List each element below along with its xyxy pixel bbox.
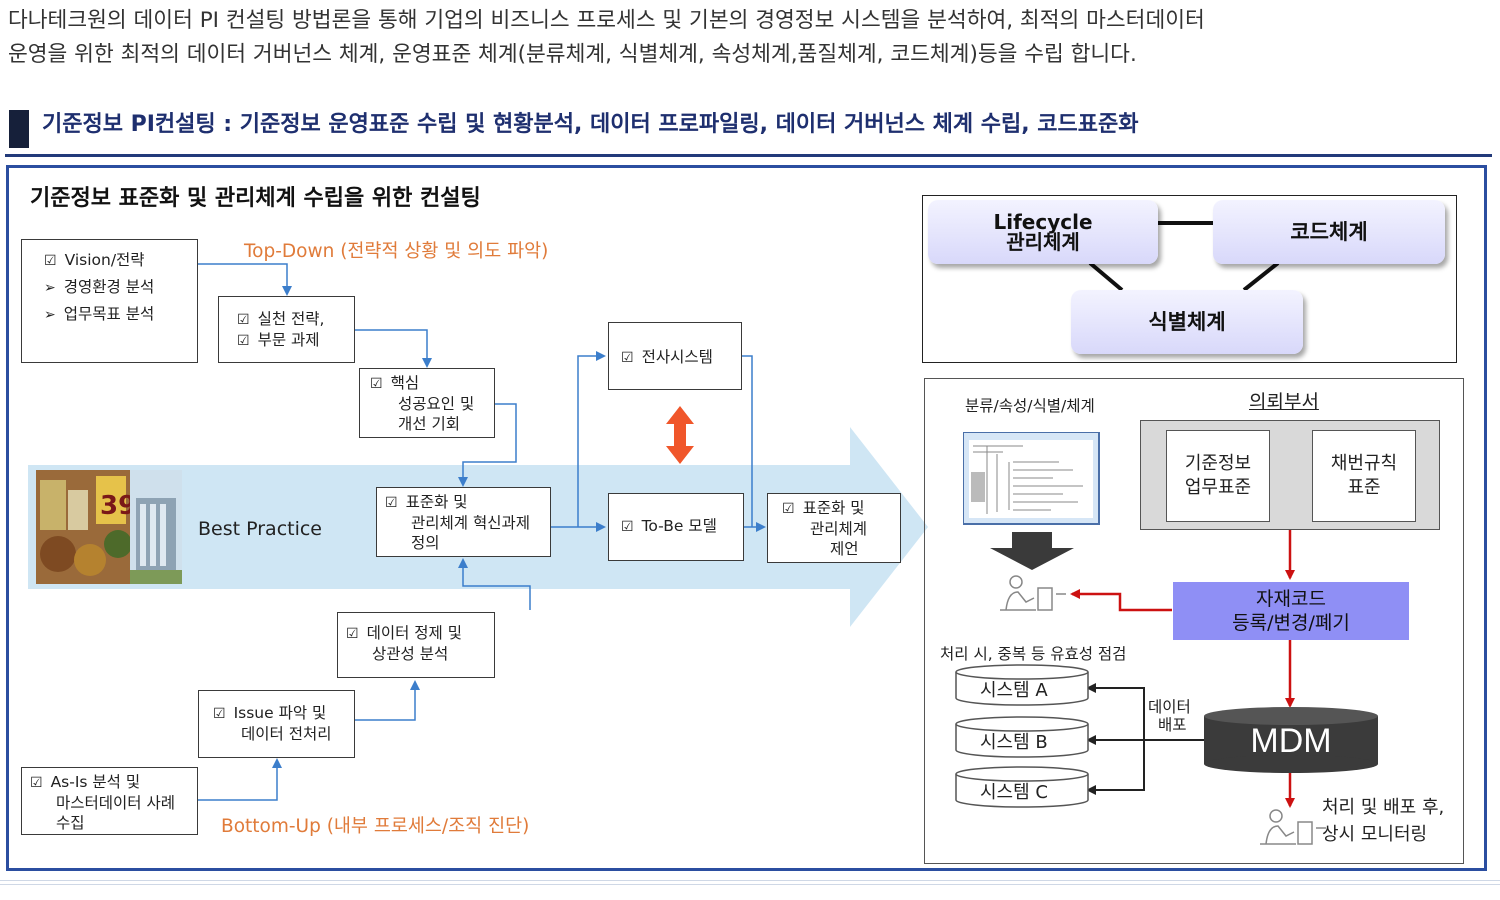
dept-card2-line-1: 채번규칙 [1330,453,1398,474]
bullet-arrow-icon: ➢ [44,307,56,323]
mdm-flow-lines [955,530,1378,808]
checkbox-icon: ☑ [370,376,383,392]
intro-line-2: 운영을 위한 최적의 데이터 거버넌스 체계, 운영표준 체계(분류체계, 식별… [8,42,1137,67]
standardization-box: ☑ 표준화 및 관리체계 혁신과제 정의 [376,487,551,557]
enterprise-system-box: ☑ 전사시스템 [608,322,742,390]
lifecycle-line-1: Lifecycle [993,210,1093,234]
intro-paragraph: 다나테크원의 데이터 PI 컨설팅 방법론을 통해 기업의 비즈니스 프로세스 … [8,4,1493,72]
bottom-up-label: Bottom-Up (내부 프로세스/조직 진단) [221,816,530,837]
best-practice-label: Best Practice [198,518,323,540]
dept-card1-line-2: 업무표준 [1184,477,1252,498]
checkbox-icon: ☑ [621,350,634,366]
system-a-label: 시스템 A [980,680,1048,701]
issue-box: ☑ Issue 파악 및 데이터 전처리 [198,690,355,758]
cleansing-line-1: 데이터 정제 및 [366,624,462,642]
practice-strategy-box: ☑ 실천 전략, ☑ 부문 과제 [218,296,355,363]
vision-line-2: 경영환경 분석 [63,278,155,296]
document-thumbnail [963,432,1100,525]
proposal-box: ☑ 표준화 및 관리체계 제언 [767,493,901,563]
checkbox-icon: ☑ [44,253,57,269]
issue-line-1: Issue 파악 및 [233,704,327,722]
proposal-line-1: 표준화 및 [802,499,865,517]
practice-line-2: 부문 과제 [257,331,320,349]
practice-line-1: 실천 전략, [257,310,325,328]
as-is-line-1: As-Is 분석 및 [50,773,141,791]
distribution-line-1: 데이터 [1148,698,1191,716]
vision-line-3: 업무목표 분석 [63,305,155,323]
as-is-line-3: 수집 [56,814,85,832]
monitor-line-2: 상시 모니터링 [1322,824,1428,845]
code-line-2: 등록/변경/폐기 [1232,612,1350,634]
as-is-line-2: 마스터데이터 사례 [56,794,176,812]
user-at-desk-icon [1000,575,1066,611]
vision-box: ☑ Vision/전략 ➢ 경영환경 분석 ➢ 업무목표 분석 [21,239,198,363]
system-c-label: 시스템 C [980,782,1048,803]
double-arrow-icon [666,406,694,464]
mdm-database-icon [1204,707,1378,773]
diagram-frame [6,165,1487,871]
standard-line-2: 관리체계 혁신과제 [411,514,531,532]
identification-system-pill: 식별체계 [1071,290,1303,354]
best-practice-photo: 39 [36,470,182,584]
section-marker [9,110,29,148]
proposal-line-3: 제언 [830,540,859,558]
checkbox-icon: ☑ [237,333,250,349]
issue-line-2: 데이터 전처리 [241,725,332,743]
checkbox-icon: ☑ [346,626,359,642]
distribution-line-2: 배포 [1158,716,1187,734]
food-and-building-image: 39 [36,470,182,584]
data-distribution-label: 데이터 배포 [1148,698,1191,734]
footer-divider [0,880,1500,881]
numbering-rule-card: 채번규칙 표준 [1312,430,1416,522]
to-be-line-1: To-Be 모델 [641,517,717,535]
proposal-line-2: 관리체계 [810,520,868,538]
to-be-model-box: ☑ To-Be 모델 [608,493,744,561]
dept-card2-line-2: 표준 [1347,477,1381,498]
checkbox-icon: ☑ [213,706,226,722]
cleansing-line-2: 상관성 분석 [372,645,449,663]
checkbox-icon: ☑ [621,519,634,535]
intro-line-1: 다나테크원의 데이터 PI 컨설팅 방법론을 통해 기업의 비즈니스 프로세스 … [8,8,1205,33]
flow-connectors [198,263,766,801]
section-divider [5,154,1492,157]
as-is-box: ☑ As-Is 분석 및 마스터데이터 사례 수집 [21,767,198,835]
dept-label: 의뢰부서 [1249,391,1319,413]
csf-box: ☑ 핵심 성공요인 및 개선 기회 [359,368,495,438]
checkbox-icon: ☑ [385,495,398,511]
system-b-label: 시스템 B [980,732,1048,753]
code-system-pill: 코드체계 [1213,200,1445,264]
diagram-title: 기준정보 표준화 및 관리체계 수립을 위한 컨설팅 [30,186,481,211]
vision-line-1: Vision/전략 [64,251,145,269]
csf-line-3: 개선 기회 [398,415,460,433]
code-line-1: 자재코드 [1256,588,1326,610]
lifecycle-line-2: 관리체계 [1006,230,1080,254]
material-code-box: 자재코드 등록/변경/폐기 [1173,582,1409,640]
user-at-desk-icon [1260,809,1326,845]
master-data-standard-card: 기준정보 업무표준 [1166,430,1270,522]
mdm-label: MDM [1250,722,1332,760]
monitoring-label: 처리 및 배포 후, 상시 모니터링 [1322,794,1444,848]
footer-divider [0,884,1500,885]
checkbox-icon: ☑ [782,501,795,517]
checkbox-icon: ☑ [237,312,250,328]
classification-label: 분류/속성/식별/체계 [965,397,1095,415]
enterprise-line-1: 전사시스템 [641,348,713,366]
systems-connectors [1088,221,1280,292]
monitor-line-1: 처리 및 배포 후, [1322,797,1445,818]
standard-line-1: 표준화 및 [405,493,468,511]
top-down-label: Top-Down (전략적 상황 및 의도 파악) [244,241,549,262]
dept-card1-line-1: 기준정보 [1184,453,1252,474]
checkbox-icon: ☑ [30,775,43,791]
down-arrow-icon [990,532,1074,570]
systems-panel [922,195,1457,363]
bullet-arrow-icon: ➢ [44,280,56,296]
lifecycle-pill: Lifecycle 관리체계 [928,200,1158,264]
validation-note: 처리 시, 중복 등 유효성 점검 [940,645,1127,663]
standard-line-3: 정의 [411,534,440,552]
data-cleansing-box: ☑ 데이터 정제 및 상관성 분석 [337,612,495,678]
csf-line-1: 핵심 [390,374,420,392]
flow-panel [924,378,1464,864]
section-title: 기준정보 PI컨설팅 : 기준정보 운영표준 수립 및 현황분석, 데이터 프로… [42,112,1139,137]
csf-line-2: 성공요인 및 [398,395,475,413]
